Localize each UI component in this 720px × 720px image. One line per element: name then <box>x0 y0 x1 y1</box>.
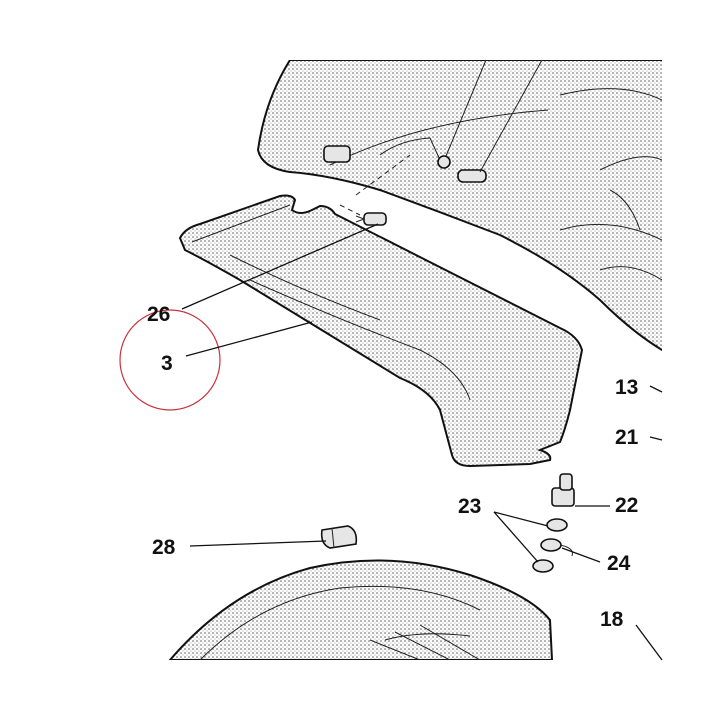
assembly-lines <box>339 59 543 216</box>
upper-body-panel <box>256 60 662 352</box>
callout-22: 22 <box>615 494 638 517</box>
callout-13: 13 <box>615 376 638 399</box>
bolt-upper <box>323 145 487 183</box>
trim-panel <box>178 194 584 468</box>
screw-26 <box>355 212 387 226</box>
stud-22 <box>551 473 575 507</box>
callout-21: 21 <box>615 426 639 449</box>
lower-wheel-arch <box>168 559 554 660</box>
callout-labels: 26 3 13 21 22 23 24 28 18 <box>147 303 639 631</box>
callout-28: 28 <box>152 536 176 559</box>
clip-28 <box>320 525 358 549</box>
washers-23-24 <box>532 518 573 573</box>
highlight-circle <box>119 309 221 411</box>
callout-26: 26 <box>147 303 170 326</box>
leader-lines <box>181 223 663 661</box>
callout-23: 23 <box>458 495 481 518</box>
callout-24: 24 <box>607 552 631 575</box>
callout-3: 3 <box>161 352 173 375</box>
callout-18: 18 <box>600 608 624 631</box>
